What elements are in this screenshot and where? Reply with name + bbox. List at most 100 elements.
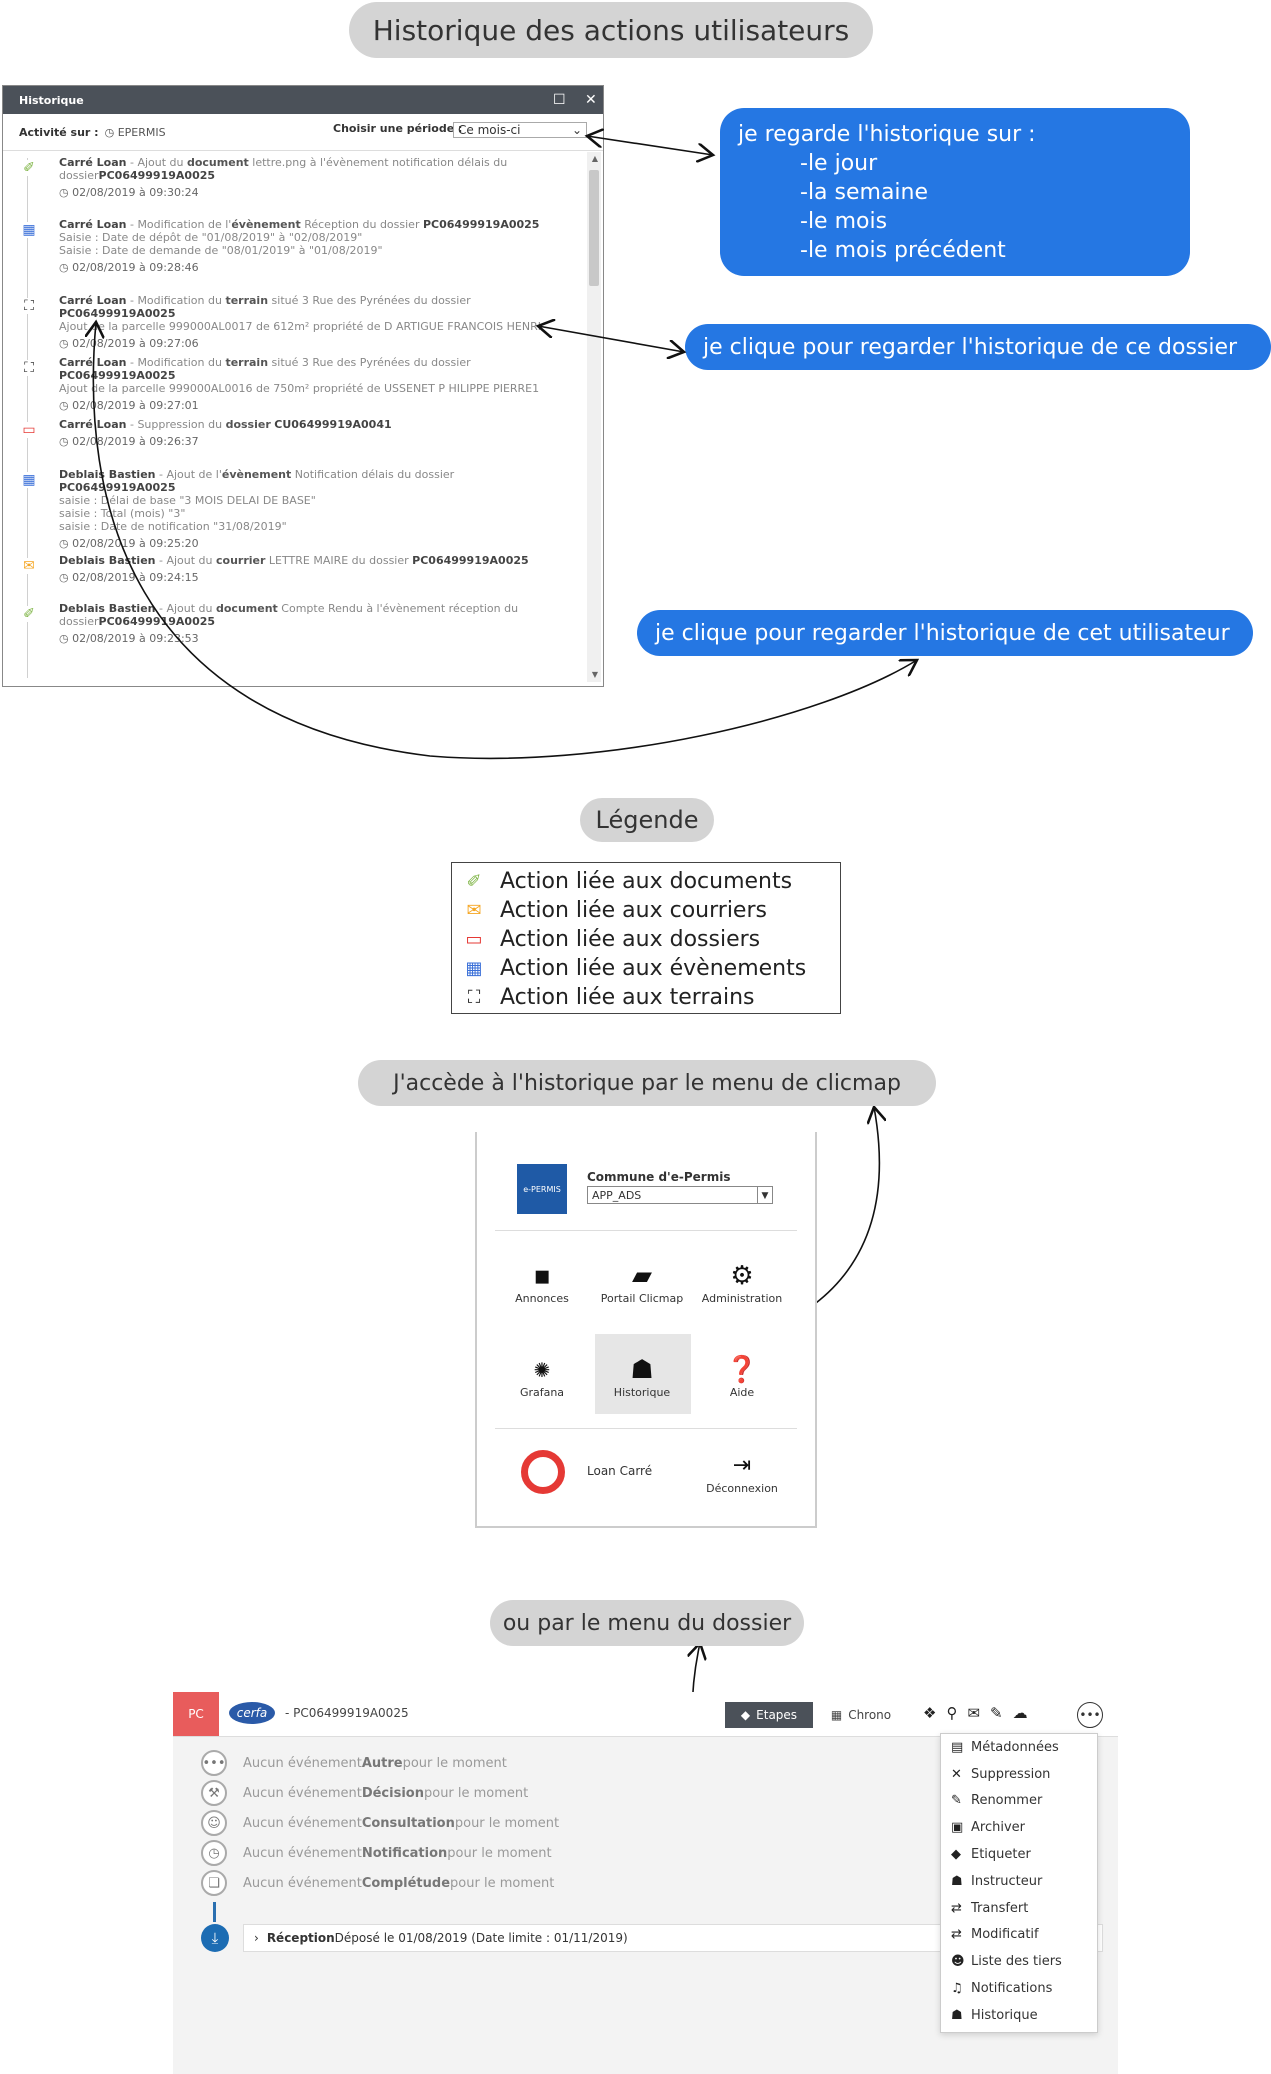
maximize-icon[interactable]: ☐	[553, 92, 566, 108]
more-icon[interactable]: •••	[201, 1750, 227, 1776]
menu-aide[interactable]: ❓Aide	[693, 1354, 791, 1399]
paperclip-icon: ✐	[21, 160, 37, 176]
history-toolbar: Activité sur : ◷ EPERMIS Choisir une pér…	[3, 114, 603, 151]
clock-icon: ◷	[59, 261, 69, 274]
clock-icon: ◷	[59, 186, 69, 199]
event-row: ☺Aucun événement Consultation pour le mo…	[201, 1810, 559, 1836]
legend-item: ▦Action liée aux évènements	[462, 954, 830, 983]
chevron-right-icon: ›	[254, 1931, 259, 1945]
commune-name: Commune d'e-Permis	[587, 1170, 731, 1184]
download-icon[interactable]: ⤓	[201, 1924, 229, 1952]
user-icon[interactable]: ☺	[201, 1810, 227, 1836]
menu-administration[interactable]: ⚙Administration	[693, 1260, 791, 1305]
menu-grafana[interactable]: ✺Grafana	[493, 1354, 591, 1399]
calendar-icon: ▦	[830, 1708, 843, 1722]
dossier-menu-item[interactable]: ☻Liste des tiers	[951, 1954, 1062, 1970]
history-entry-dossier[interactable]: PC06499919A0025	[422, 218, 540, 231]
gavel-icon[interactable]: ⚒	[201, 1780, 227, 1806]
history-entry-dossier[interactable]: PC06499919A0025	[98, 169, 216, 182]
dossier-menu-item[interactable]: ⇄Modificatif	[951, 1927, 1039, 1943]
menu-historique-highlight	[595, 1334, 691, 1414]
arrow-user	[93, 322, 917, 760]
paperclip-icon: ✐	[466, 871, 482, 892]
close-icon[interactable]: ✕	[585, 92, 597, 108]
app-select[interactable]: APP_ADS ▼	[587, 1186, 773, 1204]
callout-period-line: -le mois	[800, 209, 888, 234]
more-button[interactable]: •••	[1077, 1702, 1103, 1728]
dossier-menu-item[interactable]: ♫Notifications	[951, 1981, 1053, 1997]
menu-portail[interactable]: ▰Portail Clicmap	[593, 1260, 691, 1305]
spy-icon: ☗	[951, 2007, 963, 2023]
user-name[interactable]: Loan Carré	[587, 1464, 653, 1478]
event-row: ❏Aucun événement Complétude pour le mome…	[201, 1870, 554, 1896]
epermis-logo: e-PERMIS	[517, 1164, 567, 1214]
copy-icon[interactable]: ❏	[201, 1870, 227, 1896]
history-entry-time: ◷ 02/08/2019 à 09:30:24	[59, 186, 199, 199]
gears-icon: ⚙	[730, 1261, 754, 1291]
map-marker-icon[interactable]: ⚲	[946, 1704, 968, 1722]
divider	[495, 1428, 797, 1429]
folder-open-icon: ▰	[632, 1261, 652, 1291]
dossier-id: - PC06499919A0025	[285, 1706, 409, 1720]
chevron-down-icon: ▼	[757, 1187, 772, 1203]
clock-icon: ◷	[59, 399, 69, 412]
history-panel-title: Historique	[19, 93, 84, 107]
dossier-section-title: ou par le menu du dossier	[490, 1600, 804, 1646]
history-scrollbar-thumb[interactable]	[589, 170, 599, 286]
legend-label: Action liée aux courriers	[500, 898, 767, 923]
dossier-menu-item[interactable]: ◆Etiqueter	[951, 1847, 1031, 1863]
arrow-period	[587, 136, 713, 155]
chat-icon: ▪	[533, 1261, 551, 1291]
menu-deconnexion[interactable]: ⇥Déconnexion	[693, 1450, 791, 1495]
dossier-header: PC cerfa - PC06499919A0025 ◆Etapes ▦Chro…	[173, 1692, 1118, 1737]
activity-value[interactable]: ◷ EPERMIS	[104, 125, 166, 139]
comments-icon[interactable]: ☁	[1012, 1704, 1038, 1722]
dossier-menu-item[interactable]: ▣Archiver	[951, 1820, 1025, 1836]
history-entry: Carré Loan - Ajout du document lettre.pn…	[59, 156, 559, 199]
dossier-menu-item[interactable]: ▤Métadonnées	[951, 1739, 1059, 1755]
grafana-icon: ✺	[533, 1358, 551, 1382]
dossier-menu-item[interactable]: ☗Instructeur	[951, 1873, 1043, 1889]
legend-item: ⛶Action liée aux terrains	[462, 983, 830, 1012]
help-icon: ❓	[725, 1355, 759, 1385]
timeline-line	[213, 1902, 216, 1922]
clock-icon[interactable]: ◷	[201, 1840, 227, 1866]
dossier-type-badge: PC	[173, 1692, 219, 1736]
menu-historique[interactable]: ☗Historique	[593, 1354, 691, 1399]
activity-label: Activité sur :	[19, 125, 99, 139]
user-avatar[interactable]	[521, 1450, 565, 1494]
history-entry-dossier[interactable]: PC06499919A0025	[59, 307, 176, 320]
bird-icon[interactable]: ❖	[923, 1704, 947, 1722]
folder-icon: ▭	[21, 422, 37, 438]
legend-item: ▭Action liée aux dossiers	[462, 925, 830, 954]
pencil-icon: ✎	[951, 1793, 962, 1809]
dossier-menu-item[interactable]: ⇄Transfert	[951, 1900, 1029, 1916]
envelope-icon: ✉	[466, 900, 482, 921]
terrain-icon: ⛶	[467, 987, 481, 1008]
dossier-menu-item[interactable]: ✕Suppression	[951, 1766, 1051, 1782]
dossier-dropdown-menu: ▤Métadonnées ✕Suppression ✎Renommer ▣Archiv…	[940, 1733, 1098, 2033]
etapes-button[interactable]: ◆Etapes	[725, 1702, 813, 1728]
terrain-icon: ⛶	[21, 360, 37, 376]
history-entry-user[interactable]: Carré Loan	[59, 294, 127, 307]
envelope-icon[interactable]: ✉	[967, 1704, 991, 1722]
menu-annonces[interactable]: ▪Annonces	[493, 1260, 591, 1305]
history-entry-user[interactable]: Carré Loan	[59, 218, 127, 231]
calendar-icon: ▦	[465, 958, 483, 979]
divider	[495, 1230, 797, 1231]
history-entry-user[interactable]: Carré Loan	[59, 156, 127, 169]
dossier-menu-item[interactable]: ☗Historique	[951, 2007, 1038, 2023]
history-entry-detail: Saisie : Date de demande de "08/01/2019"…	[59, 244, 383, 257]
chevron-down-icon: ⌄	[571, 123, 582, 137]
dossier-menu-item[interactable]: ✎Renommer	[951, 1793, 1043, 1809]
event-row: •••Aucun événement Autre pour le moment	[201, 1750, 507, 1776]
history-entry-detail: Saisie : Date de dépôt de "01/08/2019" à…	[59, 231, 363, 244]
paperclip-icon[interactable]: ✎	[990, 1704, 1013, 1722]
transfer-icon: ⇄	[951, 1900, 962, 1916]
legend-box: ✐Action liée aux documents✉Action liée a…	[451, 862, 841, 1014]
toolbar-icons: ❖⚲✉✎☁	[923, 1704, 1038, 1722]
page-title: Historique des actions utilisateurs	[349, 2, 873, 58]
callout-period: je regarde l'historique sur : -le jour -…	[720, 108, 1190, 276]
clock-icon: ◷	[59, 337, 69, 350]
chrono-button[interactable]: ▦Chrono	[830, 1708, 892, 1722]
